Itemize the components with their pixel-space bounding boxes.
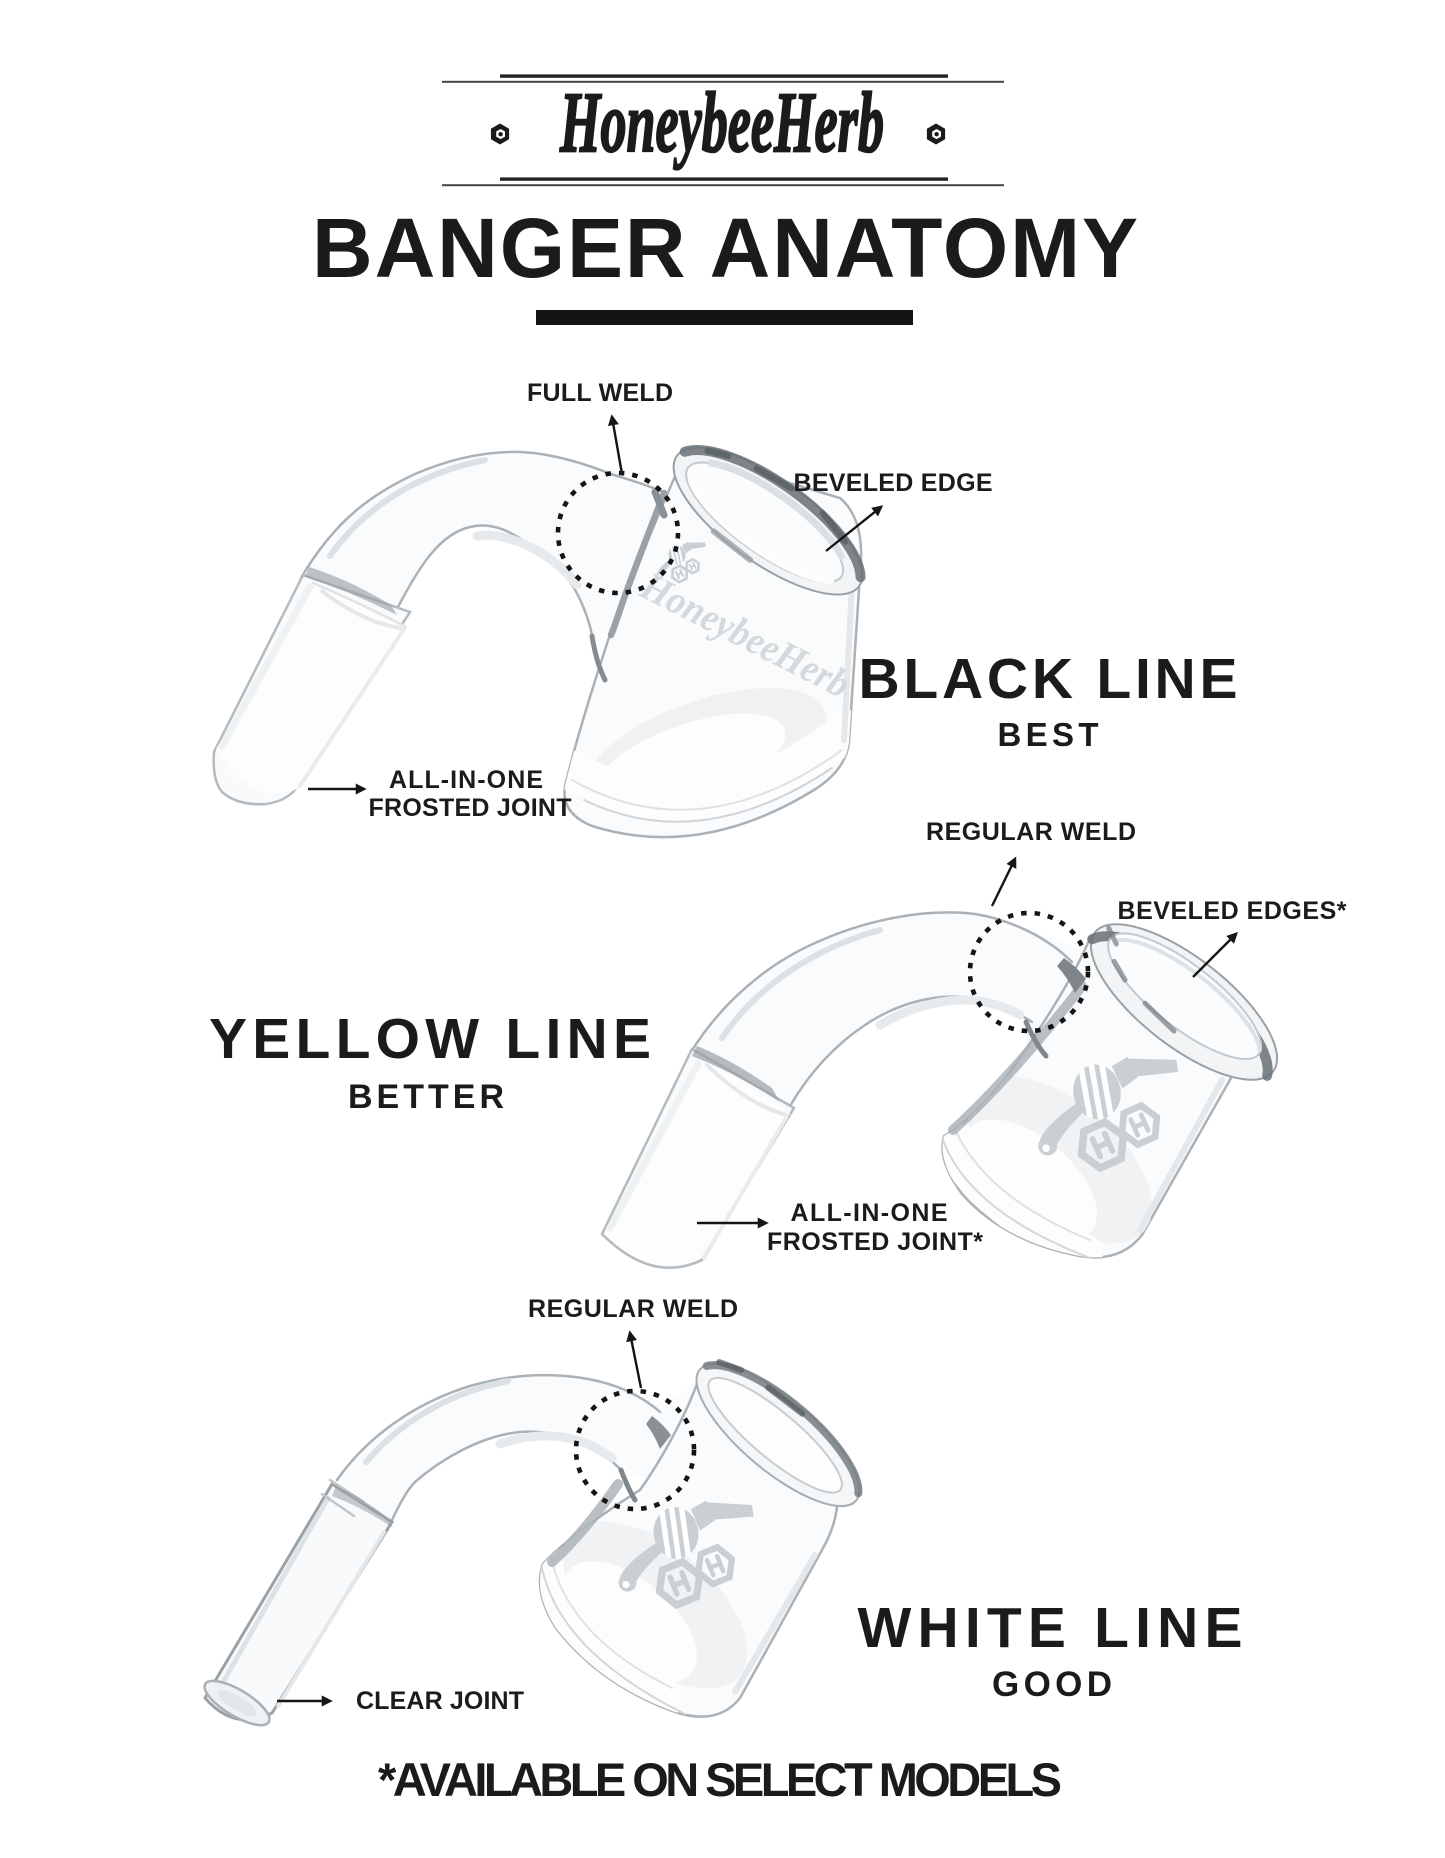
svg-text:FULL WELD: FULL WELD	[527, 379, 673, 407]
svg-text:*AVAILABLE ON SELECT MODELS: *AVAILABLE ON SELECT MODELS	[378, 1753, 1062, 1806]
svg-text:REGULAR WELD: REGULAR WELD	[528, 1295, 738, 1323]
svg-text:BEVELED EDGES*: BEVELED EDGES*	[1118, 897, 1347, 925]
svg-text:BLACK LINE: BLACK LINE	[859, 647, 1238, 711]
svg-text:GOOD: GOOD	[992, 1665, 1112, 1704]
svg-text:BEST: BEST	[998, 716, 1099, 753]
svg-text:HoneybeeHerb: HoneybeeHerb	[559, 74, 884, 170]
svg-text:ALL-IN-ONE: ALL-IN-ONE	[791, 1199, 948, 1227]
svg-text:FROSTED JOINT*: FROSTED JOINT*	[767, 1228, 983, 1256]
svg-text:BANGER ANATOMY: BANGER ANATOMY	[312, 201, 1138, 295]
svg-text:ALL-IN-ONE: ALL-IN-ONE	[389, 766, 543, 794]
svg-text:WHITE LINE: WHITE LINE	[858, 1596, 1243, 1660]
svg-text:CLEAR JOINT: CLEAR JOINT	[356, 1687, 524, 1715]
svg-text:REGULAR WELD: REGULAR WELD	[926, 818, 1136, 846]
svg-text:BEVELED EDGE: BEVELED EDGE	[794, 469, 993, 497]
svg-text:BETTER: BETTER	[348, 1078, 504, 1116]
svg-text:FROSTED JOINT: FROSTED JOINT	[369, 794, 572, 822]
svg-text:YELLOW LINE: YELLOW LINE	[209, 1007, 651, 1071]
